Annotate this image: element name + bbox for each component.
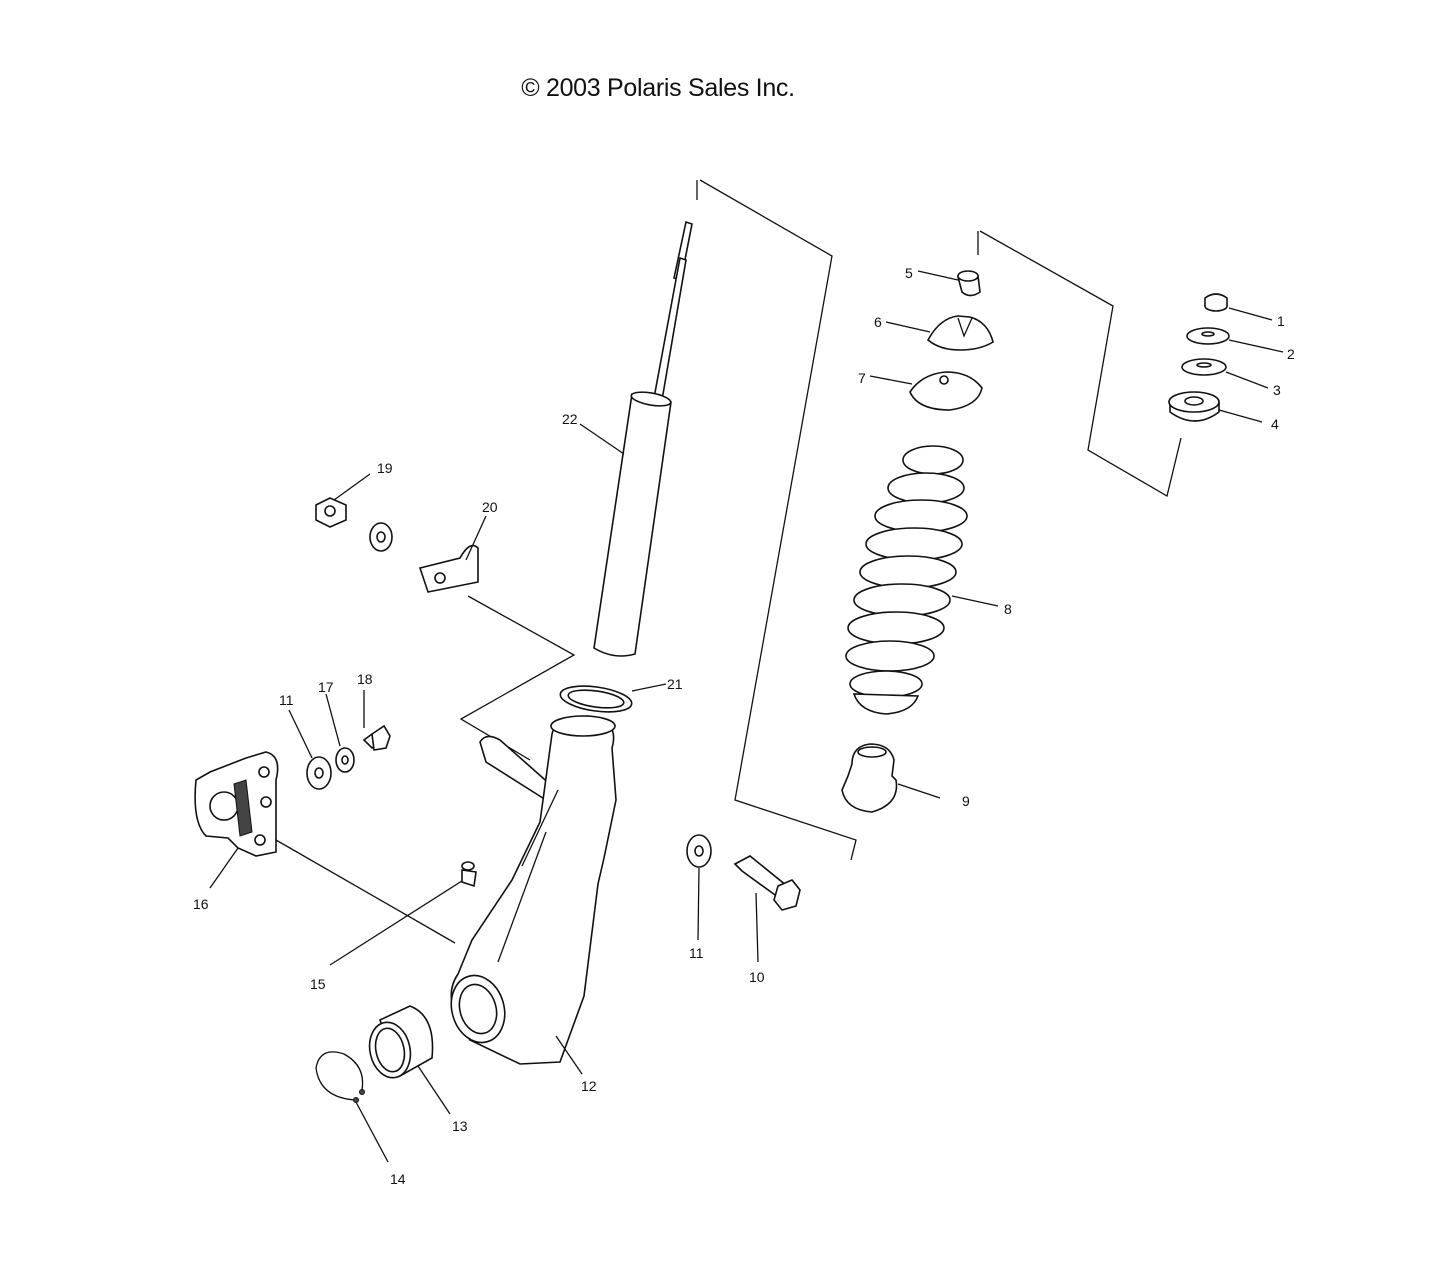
leader-lines xyxy=(209,270,1284,1163)
callout-15: 15 xyxy=(310,976,326,992)
copyright-notice: © 2003 Polaris Sales Inc. xyxy=(521,74,795,102)
callout-20: 20 xyxy=(482,499,498,515)
callout-12: 12 xyxy=(581,1078,597,1094)
nut-1 xyxy=(1204,293,1228,312)
o-ring xyxy=(559,685,633,713)
callout-19: 19 xyxy=(377,460,393,476)
lock-washer-17 xyxy=(335,747,355,773)
callout-8: 8 xyxy=(1004,601,1012,617)
shock-absorber xyxy=(593,220,693,657)
callout-22: 22 xyxy=(562,411,578,427)
bolt-18 xyxy=(362,724,391,751)
callout-5: 5 xyxy=(905,265,913,281)
bushing-4 xyxy=(1168,391,1220,422)
washer-19 xyxy=(369,522,393,552)
callout-11-left: 11 xyxy=(279,692,294,708)
callout-11-right: 11 xyxy=(689,945,704,961)
steering-knuckle xyxy=(450,715,617,1065)
callout-6: 6 xyxy=(874,314,882,330)
callout-1: 1 xyxy=(1277,313,1285,329)
callout-14: 14 xyxy=(390,1171,406,1187)
callout-2: 2 xyxy=(1287,346,1295,362)
seat-7 xyxy=(909,371,983,411)
washer-11-left xyxy=(306,756,332,790)
nut-5 xyxy=(956,270,981,297)
washer-3 xyxy=(1181,358,1227,376)
washer-2 xyxy=(1186,327,1230,345)
bump-stop xyxy=(841,743,898,813)
flange-nut xyxy=(315,497,347,528)
brake-caliper xyxy=(194,751,279,857)
callout-16: 16 xyxy=(193,896,209,912)
callout-9: 9 xyxy=(962,793,970,809)
bolt-10 xyxy=(733,855,801,911)
callout-4: 4 xyxy=(1271,416,1279,432)
callout-21: 21 xyxy=(667,676,683,692)
callout-17: 17 xyxy=(318,679,334,695)
callout-13: 13 xyxy=(452,1118,468,1134)
callout-10: 10 xyxy=(749,969,765,985)
callout-3: 3 xyxy=(1273,382,1281,398)
wheel-bearing xyxy=(368,1005,434,1079)
grease-fitting xyxy=(461,861,477,888)
callout-7: 7 xyxy=(858,370,866,386)
washer-11-right xyxy=(686,834,712,868)
coil-spring xyxy=(845,445,968,715)
callout-labels: 1 2 3 4 5 6 7 8 9 10 11 11 12 13 14 15 1… xyxy=(193,265,1295,1187)
retainer-6 xyxy=(926,315,994,351)
bracket-lines xyxy=(275,179,1182,966)
hose-clip xyxy=(418,544,479,593)
snap-ring xyxy=(315,1051,365,1103)
callout-18: 18 xyxy=(357,671,373,687)
